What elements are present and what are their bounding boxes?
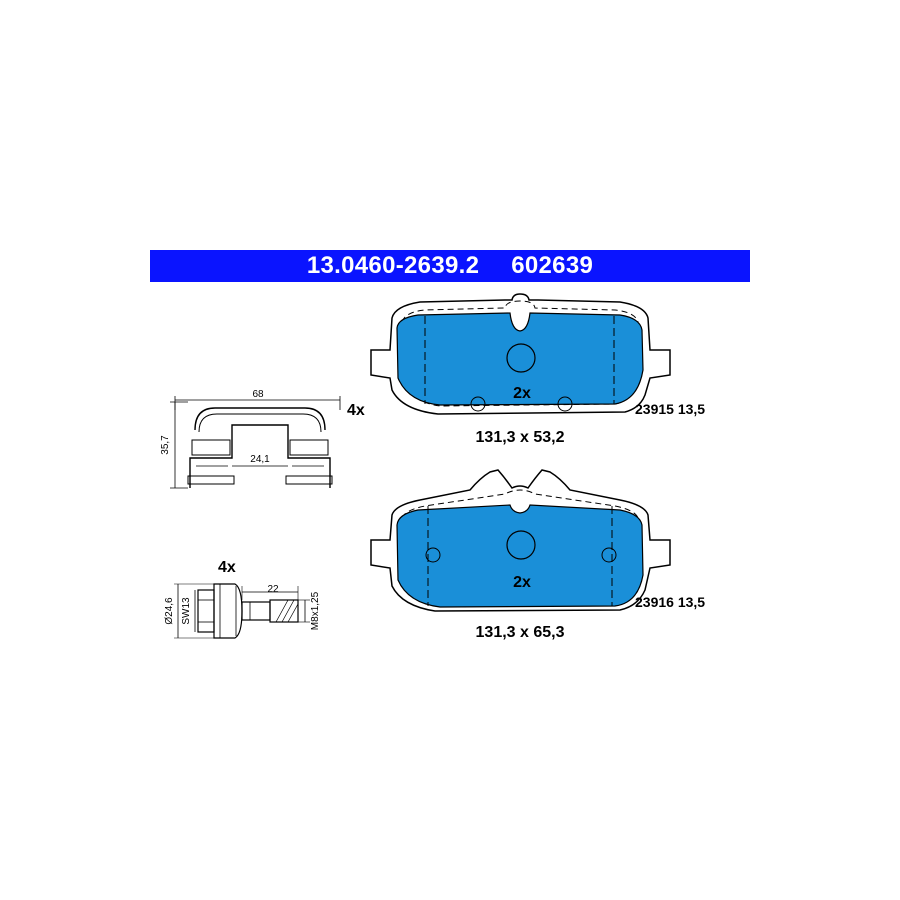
pad-bottom-friction-material: [396, 504, 644, 608]
spring-clip-height: 35,7: [160, 435, 171, 455]
part-number: 13.0460-2639.2: [306, 252, 480, 279]
pad-top-quantity: 2x: [513, 385, 531, 402]
pad-top-backing-plate: [370, 293, 671, 415]
spring-clip: 68 35,7 24,1 4x: [160, 389, 365, 489]
pad-bottom-backing-plate: [370, 469, 671, 612]
part-number-header: 13.0460-2639.2 602639: [150, 250, 750, 282]
pad-bottom-dimensions: 131,3 x 65,3: [476, 624, 565, 641]
bolt-thread: M8x1,25: [310, 591, 321, 630]
spring-clip-width: 68: [252, 389, 264, 400]
pad-bottom-code: 23916 13,5: [635, 594, 705, 610]
bolt-wrench-size: SW13: [181, 597, 192, 625]
guide-bolt: 4x Ø24,6 SW13 22 M8x1,25: [164, 559, 321, 639]
spring-clip-quantity: 4x: [347, 402, 365, 419]
pad-top-dimensions: 131,3 x 53,2: [476, 429, 565, 446]
spring-clip-inner: 24,1: [250, 454, 270, 465]
pad-top-code: 23915 13,5: [635, 401, 705, 417]
reference-number: 602639: [511, 252, 594, 279]
bolt-quantity: 4x: [218, 559, 236, 576]
bolt-diameter: Ø24,6: [164, 597, 175, 625]
bolt-length: 22: [267, 584, 279, 595]
pad-bottom-quantity: 2x: [513, 574, 531, 591]
brake-pad-bottom: 2x 131,3 x 65,3 23916 13,5: [370, 469, 705, 641]
brake-pad-top: 2x 131,3 x 53,2 23915 13,5: [370, 293, 705, 446]
pad-top-friction-material: [396, 312, 644, 406]
